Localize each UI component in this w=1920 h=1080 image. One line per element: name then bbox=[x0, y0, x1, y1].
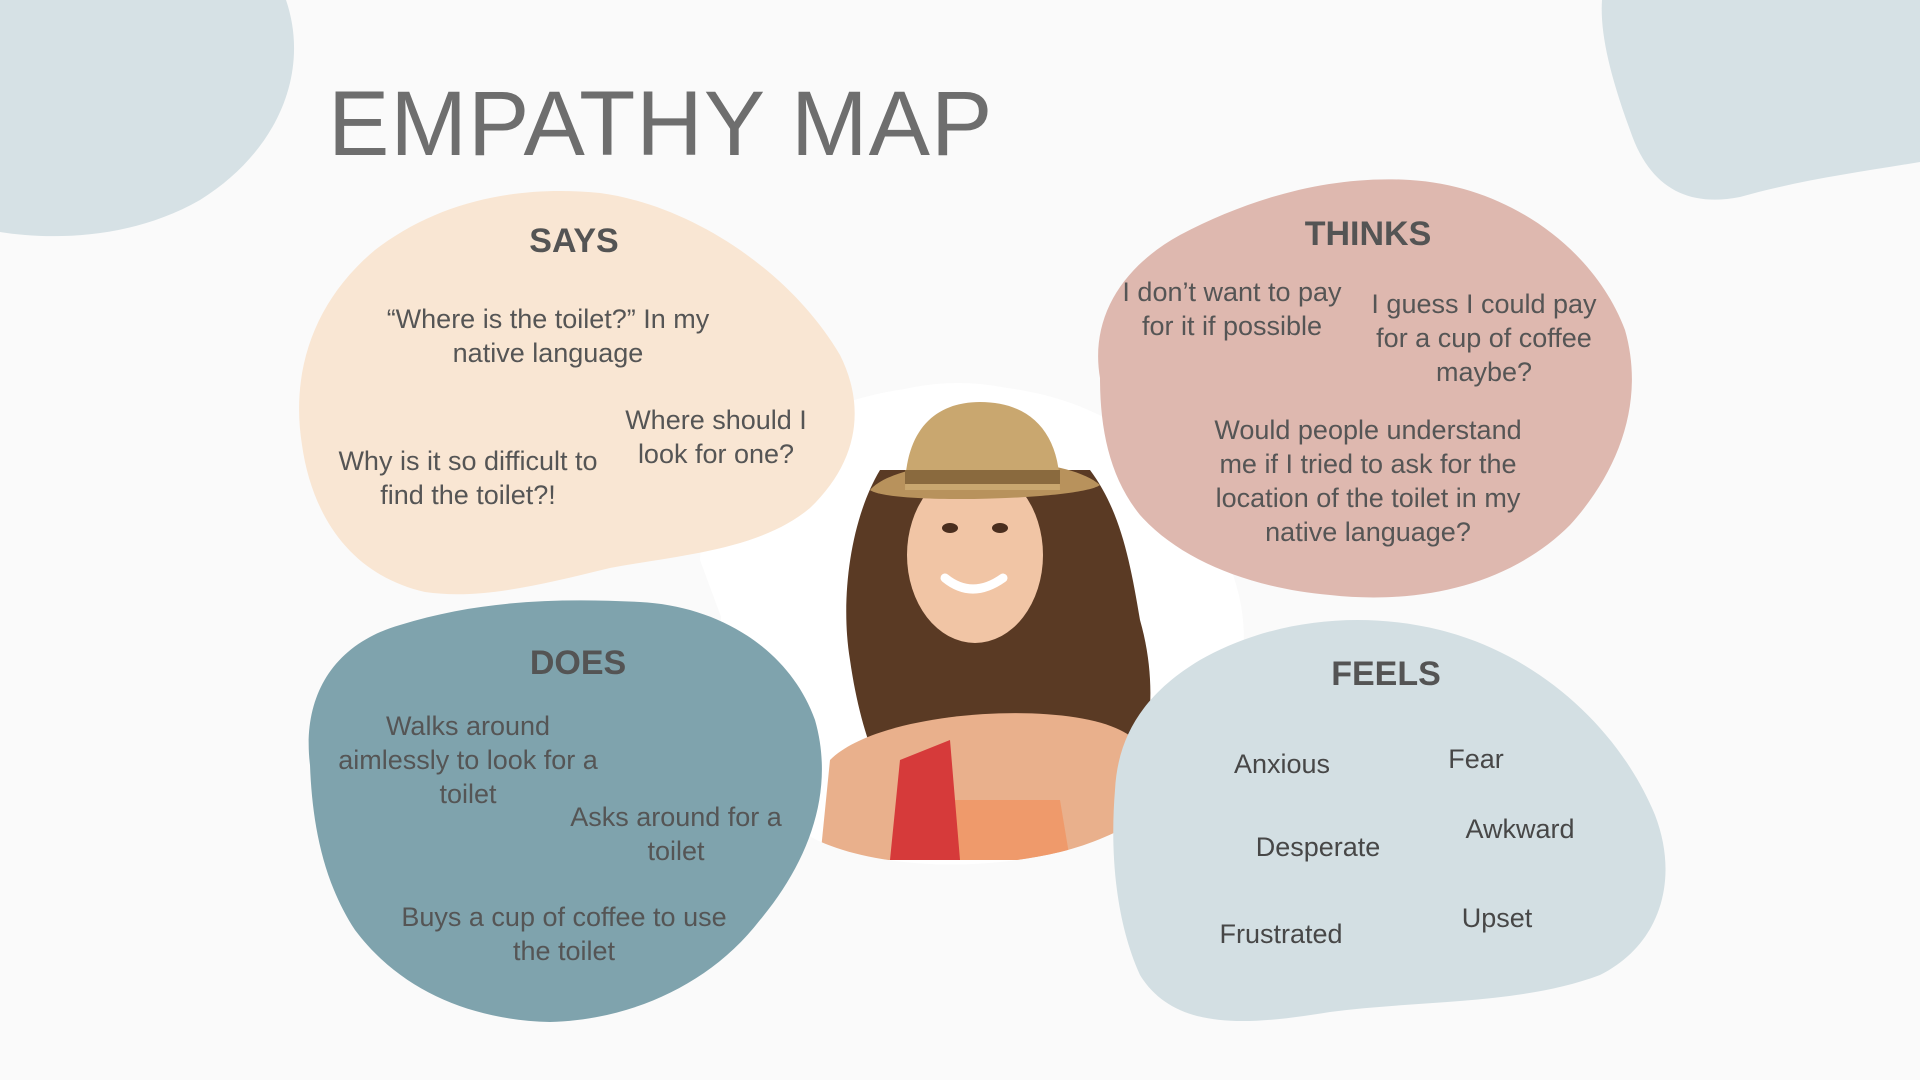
page-title: EMPATHY MAP bbox=[328, 73, 994, 175]
does-note-2: Asks around for a toilet bbox=[570, 802, 782, 866]
says-blob bbox=[299, 190, 855, 595]
corner-blob-top-right bbox=[1601, 0, 1920, 200]
does-note-3: Buys a cup of coffee to use the toilet bbox=[401, 902, 727, 966]
corner-blob-top-left bbox=[0, 0, 295, 237]
does-blob bbox=[308, 600, 822, 1022]
feels-note-anxious: Anxious bbox=[1233, 749, 1331, 779]
feels-note-upset: Upset bbox=[1461, 903, 1533, 933]
feels-note-awkward: Awkward bbox=[1465, 814, 1575, 844]
thinks-heading: THINKS bbox=[1304, 215, 1432, 253]
feels-note-desperate: Desperate bbox=[1255, 832, 1381, 862]
thinks-note-2: I guess I could pay for a cup of coffee … bbox=[1371, 289, 1597, 387]
says-note-1: “Where is the toilet?” In my native lang… bbox=[386, 304, 710, 368]
thinks-note-1: I don’t want to pay for it if possible bbox=[1122, 277, 1342, 341]
does-heading: DOES bbox=[529, 644, 627, 682]
feels-blob bbox=[1113, 620, 1666, 1022]
says-heading: SAYS bbox=[529, 222, 619, 260]
says-note-2: Why is it so difficult to find the toile… bbox=[338, 446, 598, 510]
says-note-3: Where should I look for one? bbox=[625, 405, 807, 469]
feels-note-fear: Fear bbox=[1448, 744, 1504, 774]
feels-heading: FEELS bbox=[1331, 655, 1441, 693]
thinks-note-3: Would people understand me if I tried to… bbox=[1214, 415, 1522, 547]
thinks-blob bbox=[1098, 179, 1632, 598]
does-note-1: Walks around aimlessly to look for a toi… bbox=[338, 711, 598, 809]
feels-note-frustrated: Frustrated bbox=[1219, 919, 1343, 949]
